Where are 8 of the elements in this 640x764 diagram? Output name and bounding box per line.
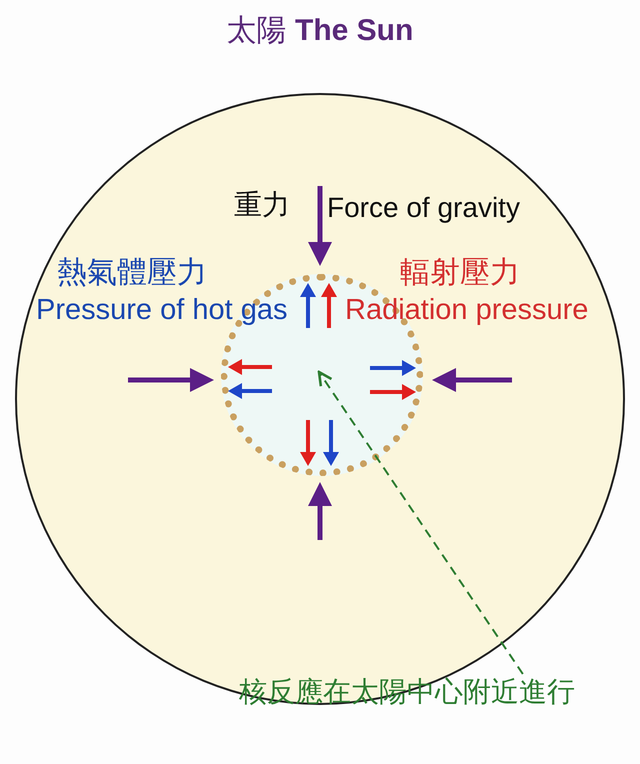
label-text: Pressure of hot gas bbox=[36, 295, 288, 327]
title: 太陽 The Sun bbox=[226, 14, 414, 47]
arrow bbox=[318, 370, 524, 675]
label-text: Radiation pressure bbox=[345, 295, 588, 327]
label-text: 輻射壓力 bbox=[400, 256, 520, 289]
label-text: 熱氣體壓力 bbox=[57, 256, 207, 289]
label-text: 重力 bbox=[234, 190, 290, 221]
label-text: Force of gravity bbox=[327, 193, 520, 224]
